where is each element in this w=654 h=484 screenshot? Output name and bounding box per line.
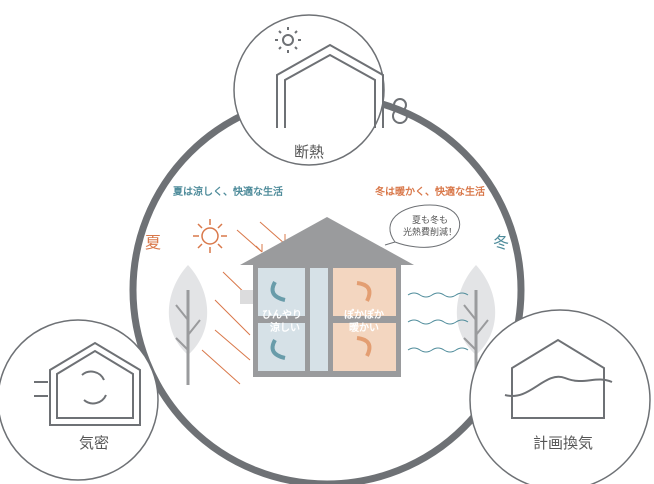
winter-caption: 冬は暖かく、快適な生活	[375, 185, 485, 198]
warm-label-1: ぽかぽか	[344, 308, 384, 321]
cool-label-2: 涼しい	[270, 321, 300, 334]
ventilation-house-icon	[504, 338, 613, 419]
sun-icon	[193, 219, 227, 253]
insulation-circle: 断熱	[233, 14, 408, 166]
ventilation-circle: 計画換気	[469, 309, 651, 484]
warm-label-2: 暖かい	[349, 321, 379, 334]
house-cross-section	[240, 217, 414, 377]
bubble-line-2: 光熱費削減！	[403, 226, 457, 238]
summer-caption: 夏は涼しく、快適な生活	[172, 185, 283, 198]
bubble-line-1: 夏も冬も	[412, 214, 448, 226]
speech-bubble	[384, 204, 461, 248]
summer-label: 夏	[145, 233, 161, 252]
ventilation-label: 計画換気	[533, 434, 593, 452]
insulation-label: 断熱	[294, 143, 324, 161]
tree-left-icon	[168, 265, 208, 385]
airtight-house-icon	[34, 341, 141, 426]
insulated-house-icon	[275, 27, 408, 128]
cold-wind-arrows	[407, 292, 469, 353]
cool-label-1: ひんやり	[262, 309, 302, 321]
airtight-label: 気密	[79, 434, 109, 452]
airtight-circle: 気密	[0, 319, 159, 481]
winter-label: 冬	[493, 233, 509, 252]
